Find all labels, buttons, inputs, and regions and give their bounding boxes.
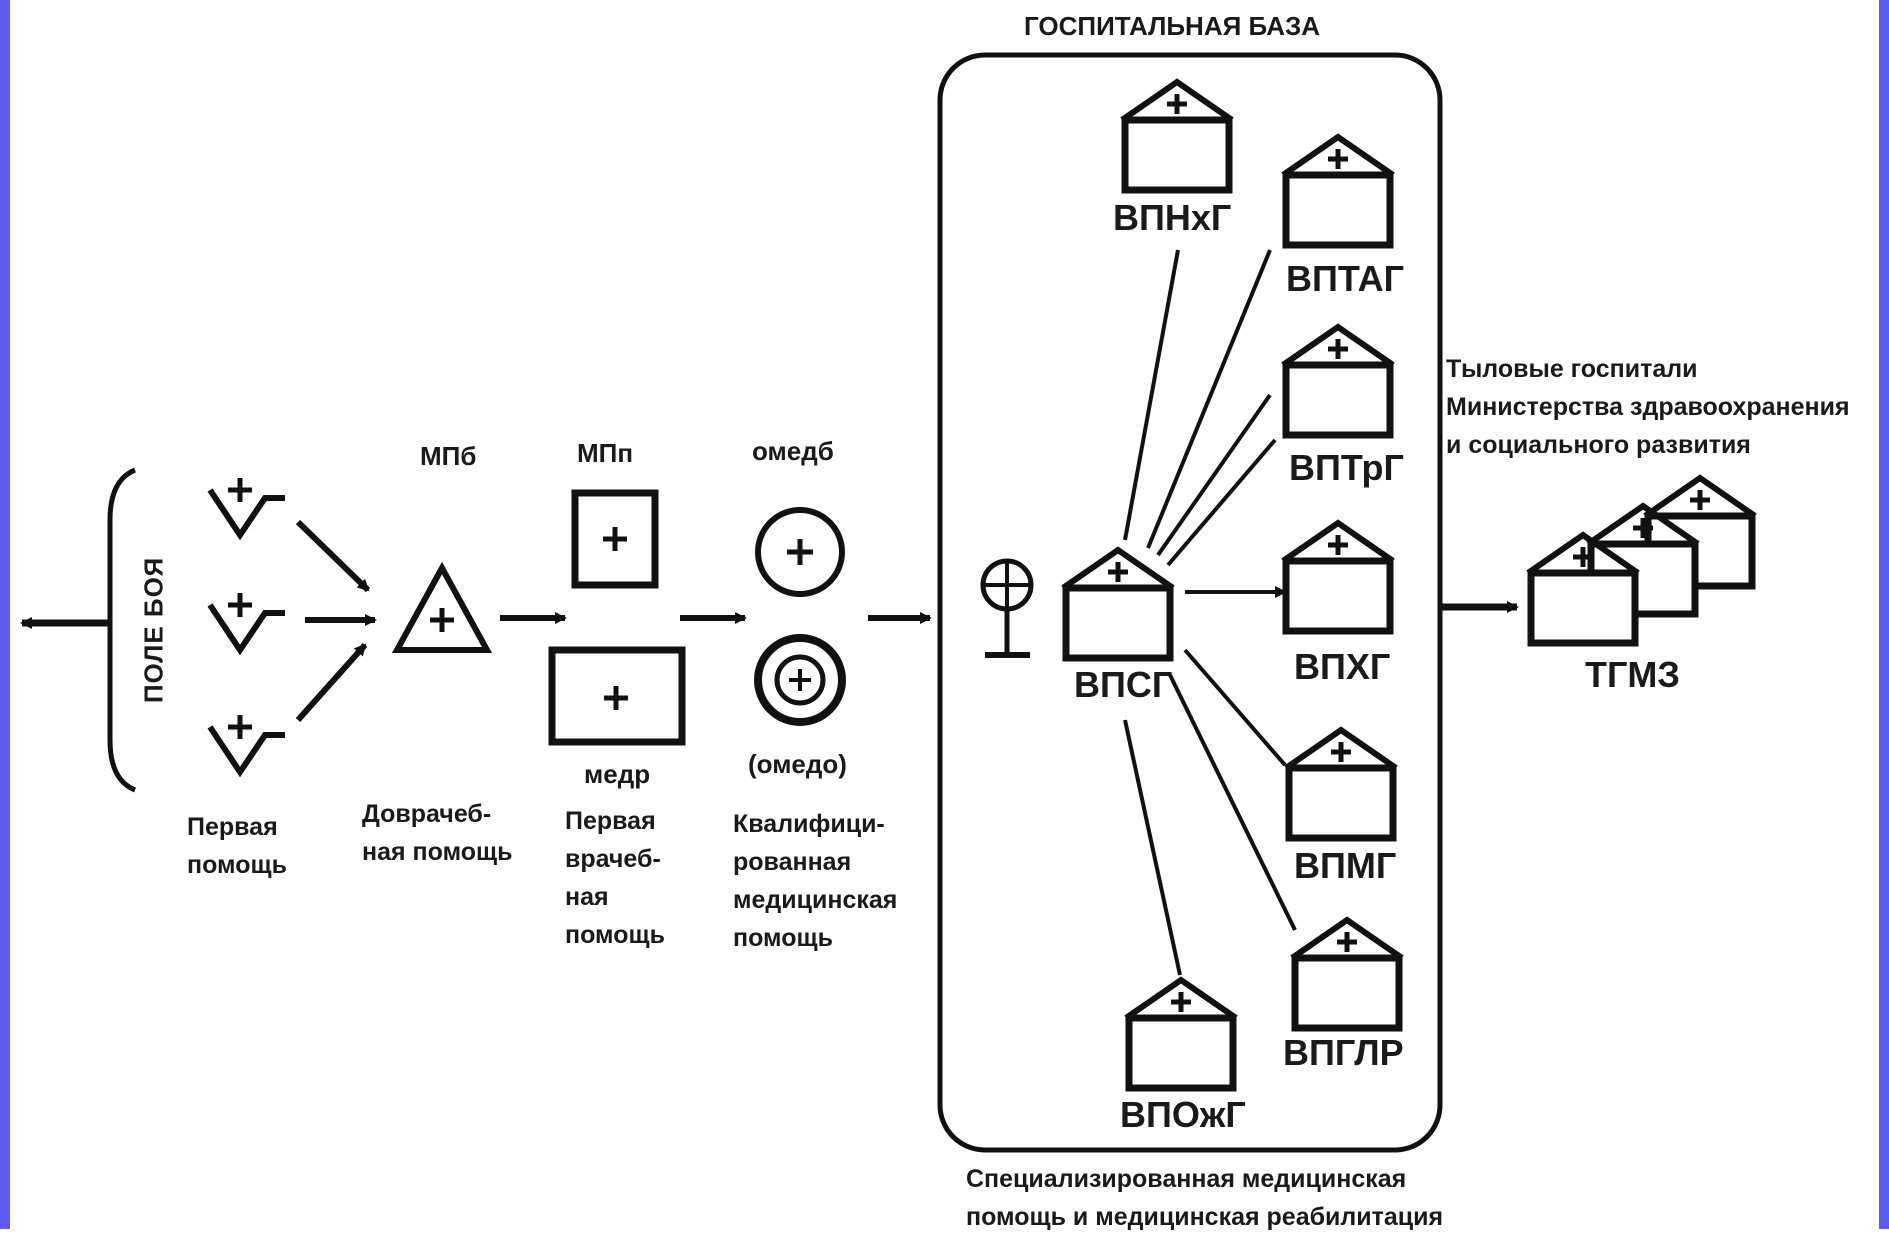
vpglr-label: ВПГЛР [1283,1032,1404,1073]
tent-icon-vpnhg [1122,82,1232,190]
first-aid-icon-middle [210,593,285,650]
omedo-label: (омедо) [748,749,847,779]
vptag-label: ВПТАГ [1286,258,1405,299]
hospital-base-box [937,52,1443,1153]
hospital-base-title: ГОСПИТАЛЬНАЯ БАЗА [1024,11,1321,41]
tent-icon-vpmg [1286,730,1396,838]
vpozhg-label: ВПОжГ [1120,1094,1246,1135]
vpmg-label: ВПМГ [1294,845,1397,886]
vptrg-label: ВПТрГ [1289,447,1404,488]
receiving-station-icon [980,558,1034,658]
right-frame-border [1879,0,1889,1229]
vpsg-label: ВПСГ [1074,664,1173,705]
tent-icon-vphg [1283,523,1393,631]
medr-rectangle-icon [548,646,686,746]
first-aid-label: Первая помощь [187,813,287,879]
prehospital-aid-label: Доврачеб- ная помощь [362,800,513,866]
battlefield-bracket [107,467,137,793]
first-doctor-aid-label: Первая врачеб- ная помощь [565,807,665,949]
arrow-top-to-mpb [295,519,371,593]
omedb-circle-icon [755,507,845,597]
mpp-label: МПп [577,438,634,468]
tent-icon-vpozhg [1126,980,1236,1088]
omedo-double-circle-icon [754,634,846,726]
tgmz-label: ТГМЗ [1585,654,1680,695]
tent-icon-vpglr [1292,920,1402,1028]
mpb-triangle-icon [391,561,493,653]
mpb-label: МПб [420,441,477,471]
arrow-bot-to-mpb [295,643,368,722]
specialized-aid-label: Специализированная медицинская помощь и … [966,1165,1444,1231]
vphg-label: ВПХГ [1294,646,1391,687]
vpnhg-label: ВПНхГ [1113,197,1232,238]
medr-label: медр [584,759,651,789]
rear-hospitals-title: Тыловые госпитали Министерства здравоохр… [1446,355,1850,459]
tent-icon-vptrg [1283,327,1393,435]
first-aid-icon-top [210,478,285,535]
tent-icon-vptag [1283,137,1393,245]
first-aid-icon-bottom [210,715,285,772]
qualified-aid-label: Квалифици- рованная медицинская помощь [733,810,898,952]
tent-icon-vpsg [1063,550,1173,658]
vpsg-connections [1123,249,1297,976]
left-frame-border [0,0,10,1229]
mpp-square-icon [571,489,659,589]
omedb-label: омедб [752,436,834,466]
battlefield-label: ПОЛЕ БОЯ [138,556,169,704]
